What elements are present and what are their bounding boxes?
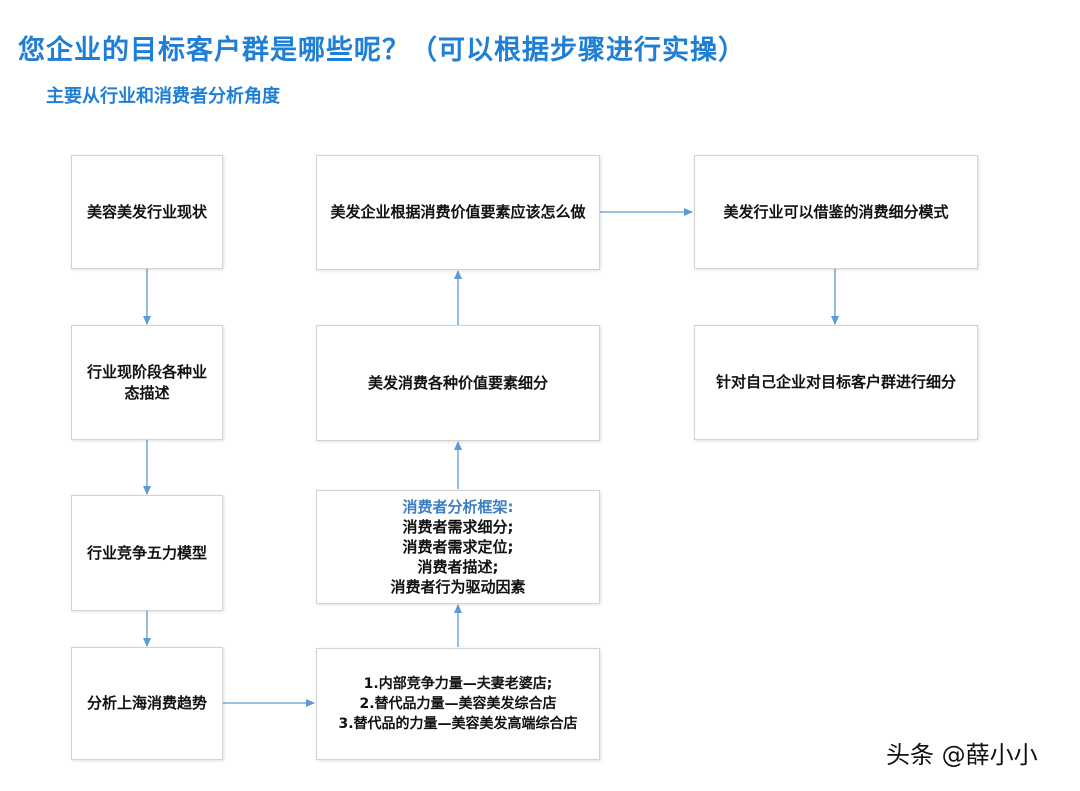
box-text: 消费者描述; xyxy=(417,558,499,576)
box-text: 分析上海消费趋势 xyxy=(86,694,207,712)
box-industry-stage: 行业现阶段各种业 态描述 xyxy=(71,325,223,440)
box-text: 美容美发行业现状 xyxy=(86,202,207,221)
box-consumer-framework: 消费者分析框架: 消费者需求细分; 消费者需求定位; 消费者描述; 消费者行为驱… xyxy=(316,490,600,604)
box-five-forces: 行业竞争五力模型 xyxy=(71,495,223,611)
box-target-segment: 针对自己企业对目标客户群进行细分 xyxy=(694,325,978,440)
box-what-to-do: 美发企业根据消费价值要素应该怎么做 xyxy=(316,155,600,270)
framework-heading: 消费者分析框架: xyxy=(402,498,514,516)
box-segment-model: 美发行业可以借鉴的消费细分模式 xyxy=(694,155,978,269)
box-value-segments: 美发消费各种价值要素细分 xyxy=(316,325,600,441)
watermark-text: 头条 @薛小小 xyxy=(886,741,1038,769)
box-text: 消费者行为驱动因素 xyxy=(390,578,526,596)
box-competition: 1.内部竞争力量—夫妻老婆店; 2.替代品力量—美容美发综合店 3.替代品的力量… xyxy=(316,648,600,760)
box-text: 行业竞争五力模型 xyxy=(86,543,207,562)
box-text: 行业现阶段各种业 xyxy=(86,362,207,381)
box-text: 针对自己企业对目标客户群进行细分 xyxy=(715,373,956,391)
box-text: 消费者需求细分; xyxy=(402,518,514,536)
box-text: 美发企业根据消费价值要素应该怎么做 xyxy=(330,203,586,221)
box-text: 态描述 xyxy=(124,383,170,402)
box-text: 1.内部竞争力量—夫妻老婆店; xyxy=(363,676,553,692)
box-text: 2.替代品力量—美容美发综合店 xyxy=(359,696,557,712)
box-text: 美发消费各种价值要素细分 xyxy=(367,373,548,392)
page-subtitle: 主要从行业和消费者分析角度 xyxy=(46,86,280,107)
box-industry-status: 美容美发行业现状 xyxy=(71,155,223,269)
box-shanghai-trend: 分析上海消费趋势 xyxy=(71,647,223,760)
box-text: 3.替代品的力量—美容美发高端综合店 xyxy=(338,716,578,732)
box-text: 美发行业可以借鉴的消费细分模式 xyxy=(723,202,949,221)
box-text: 消费者需求定位; xyxy=(402,538,514,556)
page-title: 您企业的目标客户群是哪些呢？（可以根据步骤进行实操） xyxy=(18,35,746,66)
